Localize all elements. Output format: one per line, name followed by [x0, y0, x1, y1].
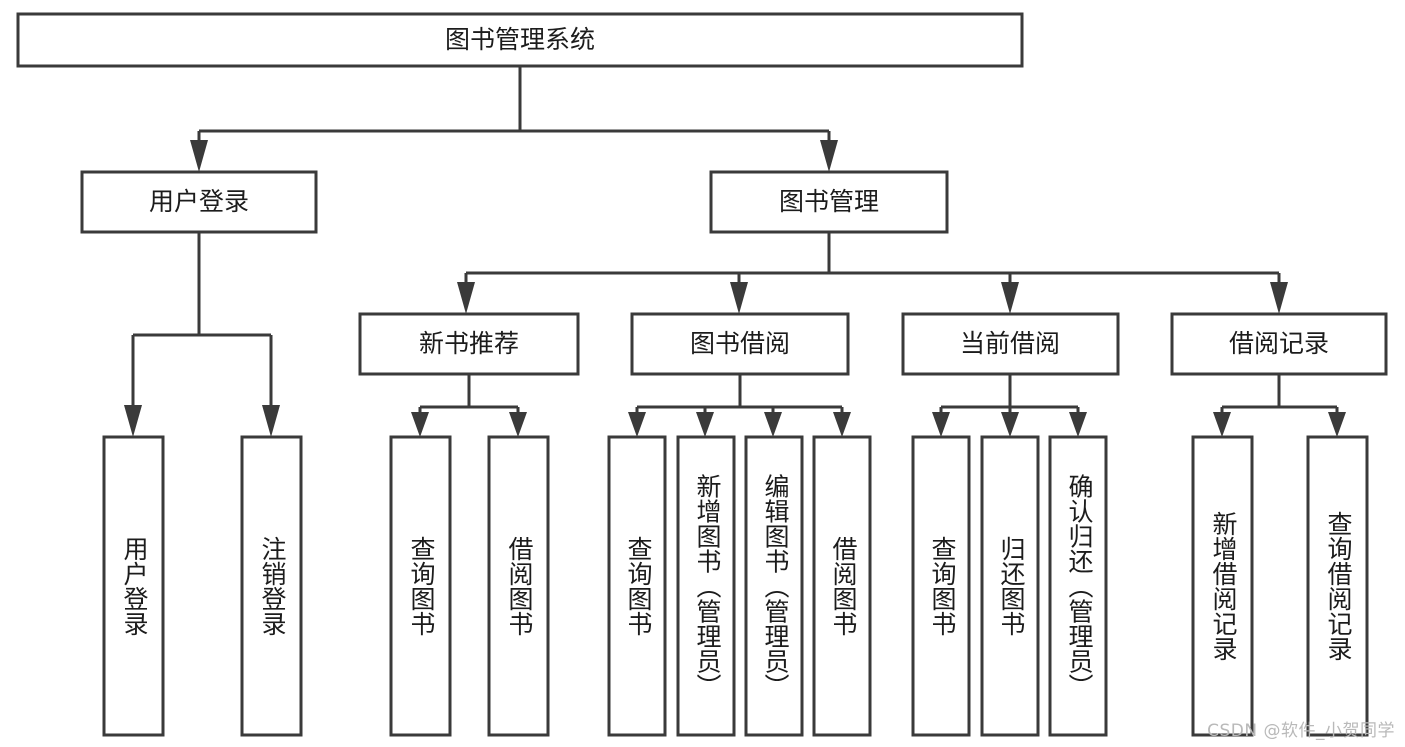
leaf-bb-borrow-book-box[interactable]: [812, 435, 872, 737]
arrow-to-borrow-record: [1270, 282, 1288, 314]
leaf-bb-add-book-box[interactable]: [676, 435, 736, 737]
leaf-bb-edit-book[interactable]: 编辑图书（管理员）: [744, 435, 804, 737]
leaf-cb-confirm-return-box[interactable]: [1048, 435, 1108, 737]
node-root[interactable]: 图书管理系统: [16, 12, 1024, 68]
arrow-to-current-borrow: [1001, 282, 1019, 314]
leaf-bb-add-book[interactable]: 新增图书（管理员）: [676, 435, 736, 737]
leaf-br-add-record[interactable]: 新增借阅记录: [1191, 435, 1254, 737]
leaf-nb-query-book-label: 查询图书: [407, 536, 436, 636]
node-borrow-record-label: 借阅记录: [1229, 329, 1329, 358]
arrow-to-book-borrow: [730, 282, 748, 314]
node-user-login-box[interactable]: [80, 170, 318, 234]
arrow-to-leaf-user-login: [124, 405, 142, 437]
node-user-login[interactable]: 用户登录: [80, 170, 318, 234]
leaf-bb-borrow-book[interactable]: 借阅图书: [812, 435, 872, 737]
leaf-cb-query-book-box[interactable]: [911, 435, 971, 737]
leaf-bb-query-book-box[interactable]: [607, 435, 667, 737]
node-book-manage-box[interactable]: [709, 170, 949, 234]
arrow-cb-leaf-1: [932, 412, 950, 437]
leaf-cb-return-book[interactable]: 归还图书: [980, 435, 1040, 737]
arrow-to-user-login: [190, 140, 208, 172]
leaf-bb-add-book-label: 新增图书（管理员）: [693, 474, 722, 699]
leaf-br-query-record-box[interactable]: [1306, 435, 1369, 737]
arrow-cb-leaf-2: [1001, 412, 1019, 437]
arrow-to-book-manage: [820, 140, 838, 172]
connector-layer: [124, 66, 1346, 437]
leaf-nb-query-book[interactable]: 查询图书: [389, 435, 452, 737]
leaf-logout-label: 注销登录: [258, 536, 287, 636]
leaf-logout[interactable]: 注销登录: [240, 435, 303, 737]
leaf-bb-edit-book-box[interactable]: [744, 435, 804, 737]
node-book-manage[interactable]: 图书管理: [709, 170, 949, 234]
node-book-manage-label: 图书管理: [779, 187, 879, 216]
leaf-bb-edit-book-label: 编辑图书（管理员）: [761, 474, 790, 699]
leaf-br-add-record-label: 新增借阅记录: [1209, 511, 1238, 661]
node-current-borrow[interactable]: 当前借阅: [901, 312, 1120, 376]
leaf-cb-confirm-return-label: 确认归还（管理员）: [1065, 474, 1094, 699]
node-root-box[interactable]: [16, 12, 1024, 68]
leaf-bb-borrow-book-label: 借阅图书: [829, 536, 858, 636]
leaf-br-add-record-box[interactable]: [1191, 435, 1254, 737]
arrow-nb-leaf-2: [509, 412, 527, 437]
node-new-book-recommend-label: 新书推荐: [419, 329, 519, 358]
arrow-bb-leaf-4: [833, 412, 851, 437]
leaf-br-query-record[interactable]: 查询借阅记录: [1306, 435, 1369, 737]
leaf-cb-query-book-label: 查询图书: [928, 536, 957, 636]
node-new-book-recommend-box[interactable]: [358, 312, 580, 376]
node-borrow-record[interactable]: 借阅记录: [1170, 312, 1388, 376]
arrow-cb-leaf-3: [1069, 412, 1087, 437]
arrow-nb-leaf-1: [411, 412, 429, 437]
leaf-cb-query-book[interactable]: 查询图书: [911, 435, 971, 737]
node-root-label: 图书管理系统: [445, 25, 595, 54]
arrow-bb-leaf-3: [764, 412, 782, 437]
leaf-br-query-record-label: 查询借阅记录: [1324, 511, 1353, 661]
node-current-borrow-label: 当前借阅: [960, 329, 1060, 358]
arrow-br-leaf-2: [1328, 412, 1346, 437]
node-borrow-record-box[interactable]: [1170, 312, 1388, 376]
node-user-login-label: 用户登录: [149, 187, 249, 216]
csdn-watermark: CSDN @软件_小贺同学: [1207, 721, 1395, 741]
leaf-user-login[interactable]: 用户登录: [102, 435, 165, 737]
arrow-bb-leaf-1: [628, 412, 646, 437]
leaf-bb-query-book-label: 查询图书: [624, 536, 653, 636]
node-book-borrow[interactable]: 图书借阅: [630, 312, 850, 376]
leaf-user-login-label: 用户登录: [120, 536, 149, 636]
leaf-user-login-box[interactable]: [102, 435, 165, 737]
node-new-book-recommend[interactable]: 新书推荐: [358, 312, 580, 376]
leaf-bb-query-book[interactable]: 查询图书: [607, 435, 667, 737]
leaf-logout-box[interactable]: [240, 435, 303, 737]
arrow-br-leaf-1: [1213, 412, 1231, 437]
leaf-nb-borrow-book-box[interactable]: [487, 435, 550, 737]
node-book-borrow-box[interactable]: [630, 312, 850, 376]
leaf-nb-borrow-book[interactable]: 借阅图书: [487, 435, 550, 737]
leaf-nb-query-book-box[interactable]: [389, 435, 452, 737]
arrow-to-leaf-logout: [262, 405, 280, 437]
arrow-to-new-book: [457, 282, 475, 314]
node-book-borrow-label: 图书借阅: [690, 329, 790, 358]
node-current-borrow-box[interactable]: [901, 312, 1120, 376]
leaf-cb-return-book-label: 归还图书: [997, 536, 1026, 636]
leaf-cb-confirm-return[interactable]: 确认归还（管理员）: [1048, 435, 1108, 737]
leaf-nb-borrow-book-label: 借阅图书: [505, 536, 534, 636]
arrow-bb-leaf-2: [696, 412, 714, 437]
leaf-cb-return-book-box[interactable]: [980, 435, 1040, 737]
